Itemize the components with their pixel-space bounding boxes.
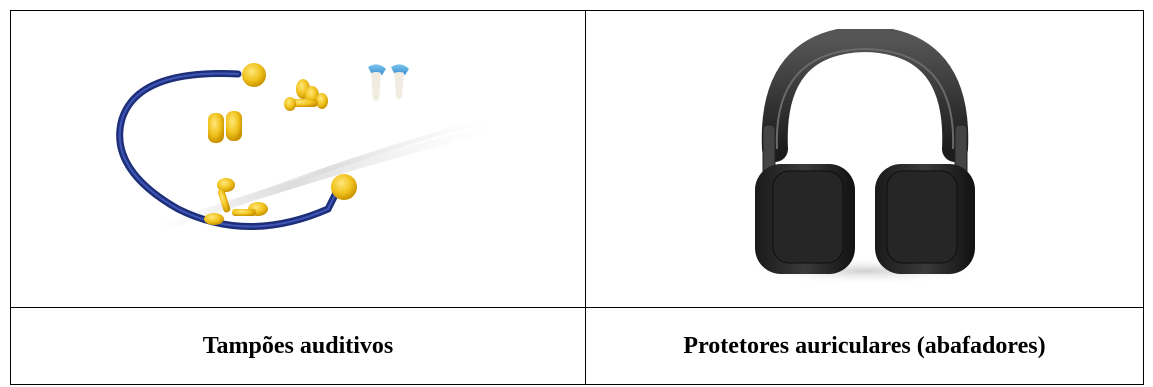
earplugs-image-cell — [10, 10, 586, 308]
headband-highlight — [775, 47, 954, 150]
headband-highlight — [118, 72, 339, 228]
earmuffs-caption: Protetores auriculares (abafadores) — [585, 307, 1144, 385]
left-cup-face — [772, 170, 843, 264]
flanged-plug — [284, 79, 328, 111]
caption-row: Tampões auditivos Protetores auriculares… — [10, 307, 1144, 385]
earplugs-image — [116, 63, 490, 233]
earmuffs-image-cell — [585, 10, 1144, 308]
foam-plug — [226, 111, 242, 141]
image-row — [10, 10, 1144, 308]
earmuffs-image — [744, 29, 985, 285]
earplugs-caption: Tampões auditivos — [10, 307, 586, 385]
right-cup-face — [886, 170, 957, 264]
stemmed-plug — [204, 178, 268, 225]
foam-plug — [208, 113, 224, 143]
band-tip-bottom — [331, 174, 357, 200]
headband — [761, 29, 968, 162]
ppe-table: Tampões auditivos Protetores auriculares… — [10, 10, 1144, 385]
reusable-plug — [368, 64, 409, 101]
band-tip-top — [242, 63, 266, 87]
swoosh-line — [217, 116, 489, 212]
